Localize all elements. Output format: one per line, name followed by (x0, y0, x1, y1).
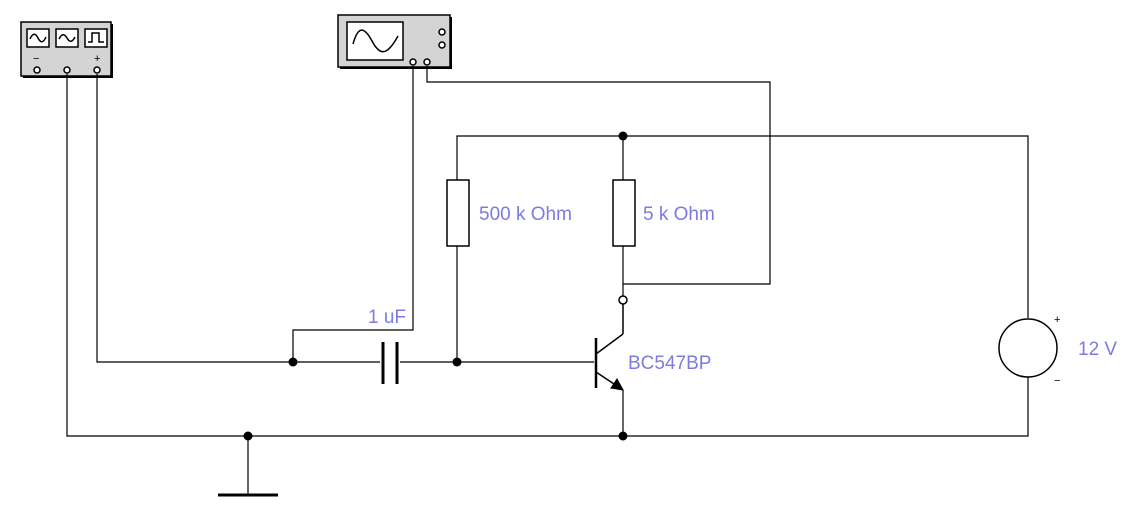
transistor[interactable] (594, 304, 624, 391)
capacitor-label: 1 uF (368, 307, 406, 328)
wire-fg-plus-to-input (96, 74, 380, 363)
fg-plus-terminal[interactable] (93, 66, 101, 74)
scope-channel-a-terminal[interactable] (409, 58, 417, 66)
fg-minus-label: − (33, 53, 39, 65)
collector-probe-node (618, 295, 628, 305)
wire-ground-rail (66, 74, 1029, 437)
sine-wave-icon[interactable] (26, 28, 50, 48)
function-generator[interactable]: − + (20, 21, 113, 78)
square-wave-icon[interactable] (84, 28, 108, 48)
oscilloscope-screen-icon (346, 21, 404, 61)
voltage-source-minus: − (1054, 375, 1060, 387)
wire-supply-rail (456, 135, 1029, 318)
triangle-wave-icon[interactable] (55, 28, 79, 48)
resistor-collector-label: 5 k Ohm (643, 204, 715, 225)
wire-scope-b-to-collector (426, 66, 771, 285)
scope-knob-top[interactable] (438, 28, 446, 36)
fg-minus-terminal[interactable] (33, 66, 41, 74)
wires (66, 66, 1029, 494)
oscilloscope[interactable] (337, 14, 452, 69)
scope-channel-b-terminal[interactable] (423, 58, 431, 66)
junction-base (452, 357, 462, 367)
scope-knob-bottom[interactable] (438, 41, 446, 49)
fg-common-terminal[interactable] (63, 66, 71, 74)
wire-scope-a-to-input (292, 66, 414, 362)
resistor-base-label: 500 k Ohm (479, 204, 572, 225)
capacitor[interactable] (381, 342, 399, 384)
voltage-source[interactable] (998, 318, 1058, 378)
junction-emitter-ground (618, 431, 628, 441)
junctions (243, 131, 628, 441)
voltage-source-label: 12 V (1078, 339, 1117, 360)
voltage-source-plus: + (1054, 314, 1060, 326)
junction-ground (243, 431, 253, 441)
resistor-collector[interactable] (612, 179, 636, 247)
junction-supply (618, 131, 628, 141)
fg-plus-label: + (94, 53, 100, 65)
transistor-label: BC547BP (628, 353, 711, 374)
junction-input (288, 357, 298, 367)
resistor-base[interactable] (446, 179, 470, 247)
